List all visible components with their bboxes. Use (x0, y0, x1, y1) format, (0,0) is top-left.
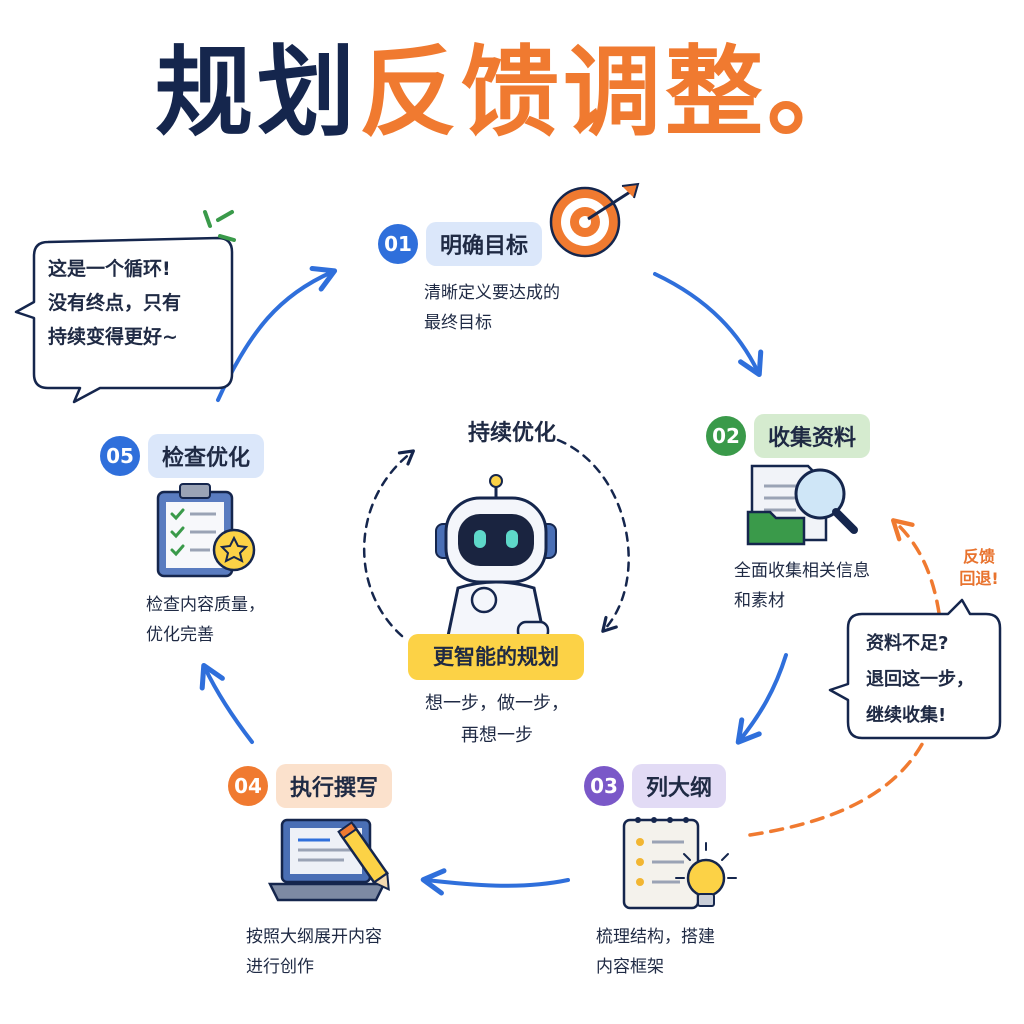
step-02-label: 02 收集资料 (706, 414, 871, 458)
arrow-03-to-04 (420, 868, 570, 896)
target-icon (549, 182, 640, 258)
center-top-label: 持续优化 (467, 421, 556, 446)
laptop-pencil-icon (267, 818, 390, 902)
arrow-02-to-03 (735, 653, 788, 745)
step-03-label: 03 列大纲 (584, 764, 727, 808)
page-title: 规划反馈调整。 (0, 28, 1024, 158)
robot-thinking-icon (435, 474, 557, 642)
step-05-title: 检查优化 (148, 434, 265, 478)
step-01-title: 明确目标 (426, 222, 543, 266)
document-magnifier-icon (746, 464, 858, 546)
step-03-number: 03 (584, 766, 624, 806)
speech-bubble-left (14, 236, 234, 404)
center-badge: 更智能的规划 (408, 634, 584, 680)
title-part-1: 规划 (154, 36, 359, 150)
right-bubble-text: 资料不足? 退回这一步， 继续收集! (866, 633, 974, 726)
step-02-desc: 全面收集相关信息 和素材 (734, 561, 870, 611)
step-04-desc: 按照大纲展开内容 进行创作 (246, 927, 382, 977)
optimize-arc-left (363, 449, 415, 638)
left-bubble-text: 这是一个循环! 没有终点，只有 持续变得更好~ (48, 258, 182, 348)
step-04-label: 04 执行撰写 (228, 764, 393, 808)
step-04-title: 执行撰写 (276, 764, 393, 808)
step-05-desc: 检查内容质量， 优化完善 (146, 595, 265, 645)
arrow-01-to-02 (653, 272, 764, 378)
sparkle-icon (203, 210, 236, 242)
notebook-lightbulb-icon (622, 817, 737, 910)
step-02-number: 02 (706, 416, 746, 456)
step-03-title: 列大纲 (632, 764, 727, 808)
step-01-desc: 清晰定义要达成的 最终目标 (424, 283, 560, 333)
step-05-number: 05 (100, 436, 140, 476)
clipboard-checklist-icon (156, 483, 256, 578)
step-02-title: 收集资料 (754, 414, 871, 458)
center-desc: 想一步，做一步， 再想一步 (425, 693, 569, 746)
optimize-arc-right (556, 438, 630, 633)
step-03-desc: 梳理结构，搭建 内容框架 (596, 927, 715, 977)
step-04-number: 04 (228, 766, 268, 806)
feedback-tag: 反馈 回退! (959, 547, 999, 588)
step-01-number: 01 (378, 224, 418, 264)
step-05-label: 05 检查优化 (100, 434, 265, 478)
speech-bubble-right (828, 598, 1002, 740)
step-01-label: 01 明确目标 (378, 222, 543, 266)
arrow-05-to-01 (216, 266, 338, 402)
title-part-2: 反馈调整。 (359, 36, 870, 150)
arrow-04-to-05 (199, 662, 254, 744)
